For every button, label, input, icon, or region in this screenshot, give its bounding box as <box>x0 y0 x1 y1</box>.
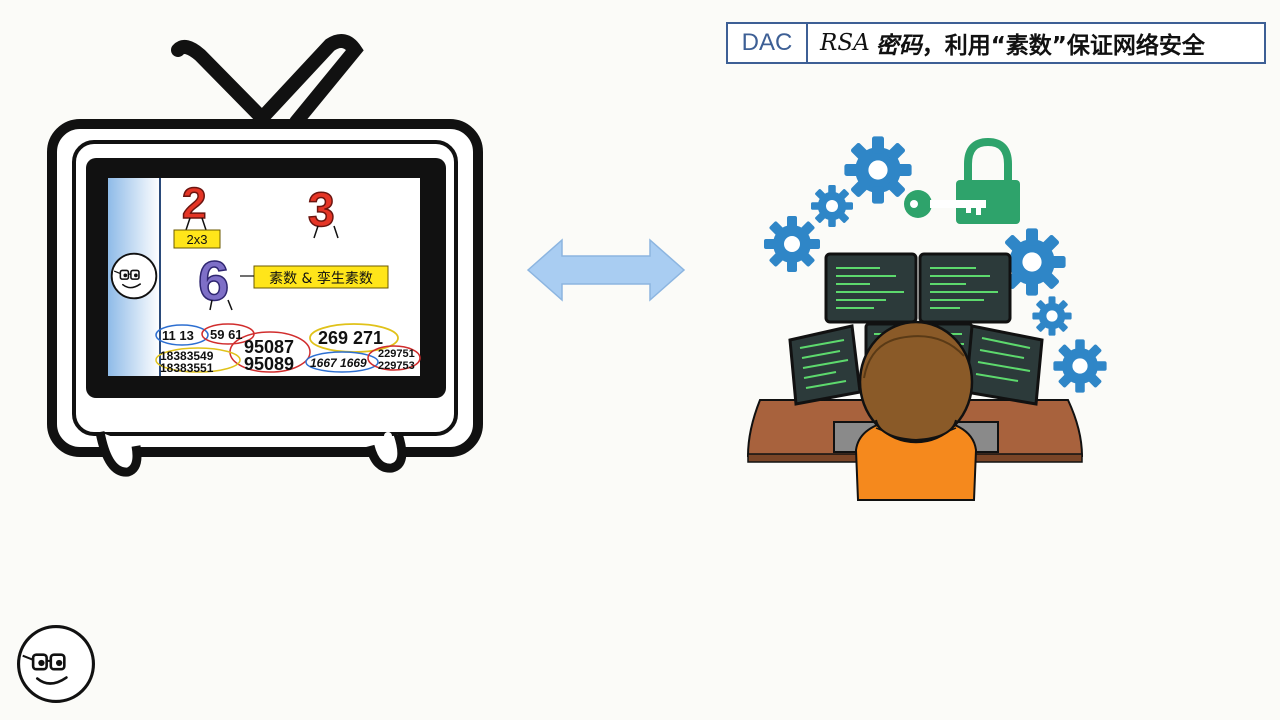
twin-prime-pair: 229751 <box>378 348 415 360</box>
mascot-face-icon <box>110 252 158 300</box>
monitor-icon <box>824 252 918 324</box>
twin-prime-pair: 1667 1669 <box>310 356 367 370</box>
title-prefix: RSA <box>820 30 870 56</box>
twin-prime-pair: 95089 <box>244 354 294 374</box>
title-word: 密码 <box>875 33 922 59</box>
gear-icon <box>1032 296 1072 336</box>
prime-caption-badge: 素数 & 孪生素数 <box>240 265 389 289</box>
gear-icon <box>1053 339 1107 393</box>
lock-icon <box>956 137 1020 224</box>
digit-three-character: 3 <box>307 183 339 239</box>
twin-prime-pair: 59 61 <box>210 327 243 342</box>
programmer-icon <box>833 320 999 501</box>
prime-caption: 素数 & 孪生素数 <box>269 270 373 287</box>
double-arrow-icon <box>526 238 686 302</box>
formula-badge: 2x3 <box>173 229 221 249</box>
digit-three: 3 <box>308 184 335 237</box>
twin-prime-pair: 95087 <box>244 337 294 357</box>
digit-six-character: 6 <box>197 248 233 313</box>
gear-icon <box>811 185 853 227</box>
gear-icon <box>844 136 912 204</box>
twin-prime-pair: 269 271 <box>318 328 383 348</box>
title-rest: ，利用“素数”保证网络安全 <box>921 33 1205 59</box>
tv-icon <box>47 34 483 477</box>
monitor-icon <box>964 324 1044 406</box>
twin-prime-pair: 11 13 <box>162 328 194 343</box>
gear-icon <box>764 216 820 272</box>
key-icon <box>904 190 986 218</box>
video-title: RSA 密码 ，利用“素数”保证网络安全 <box>808 24 1264 62</box>
twin-prime-pair: 18383549 <box>160 349 214 363</box>
digit-six: 6 <box>198 249 229 312</box>
twin-primes-collage: 11 13 59 61 269 271 18383549 18383551 95… <box>155 323 421 375</box>
twin-prime-pair: 18383551 <box>160 361 214 375</box>
digit-two-character: 2 <box>181 178 207 231</box>
monitor-icon <box>788 324 862 406</box>
mascot-face-icon <box>17 624 96 704</box>
twin-prime-pair: 229753 <box>378 360 415 372</box>
monitor-icon <box>918 252 1012 324</box>
brand-label: DAC <box>728 24 808 62</box>
title-bar: DAC RSA 密码 ，利用“素数”保证网络安全 <box>726 22 1266 64</box>
formula-label: 2x3 <box>187 232 208 247</box>
